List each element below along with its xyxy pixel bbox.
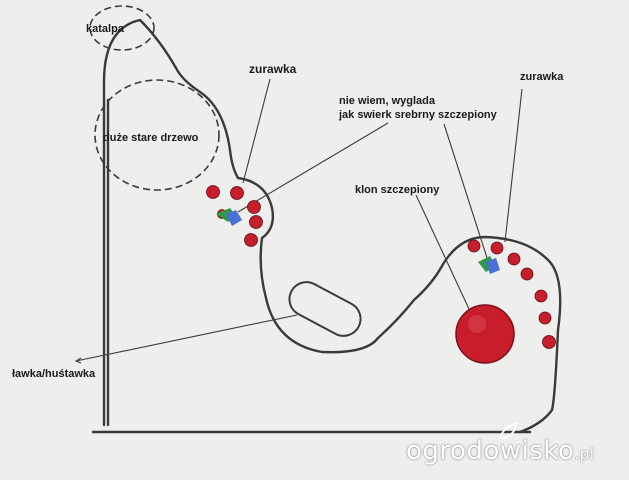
label-old-tree: duże stare drzewo <box>103 132 199 144</box>
watermark: ogrodowisko.pl <box>406 436 594 466</box>
label-bench: ławka/huśtawka <box>12 368 96 380</box>
label-spruce-line1: nie wiem, wyglada <box>339 95 435 107</box>
bench-swing-shape <box>288 281 362 337</box>
watermark-tld: .pl <box>574 445 595 463</box>
spruce-plant-right <box>478 256 500 274</box>
label-maple: klon szczepiony <box>355 184 440 196</box>
label-zurawka-right: zurawka <box>520 71 564 83</box>
watermark-main: ogrodowisko <box>406 436 575 466</box>
label-katalpa: katalpa <box>86 23 124 35</box>
label-spruce-line2: jak swierk srebrny szczepiony <box>339 109 497 121</box>
label-zurawka-left: zurawka <box>249 62 297 76</box>
old-tree-outline <box>89 5 220 191</box>
garden-outline <box>91 18 562 434</box>
heuchera-group-right <box>467 239 556 349</box>
watermark-leaf-icon <box>498 422 518 440</box>
grafted-maple <box>455 304 515 364</box>
spruce-plant-left <box>216 208 242 226</box>
